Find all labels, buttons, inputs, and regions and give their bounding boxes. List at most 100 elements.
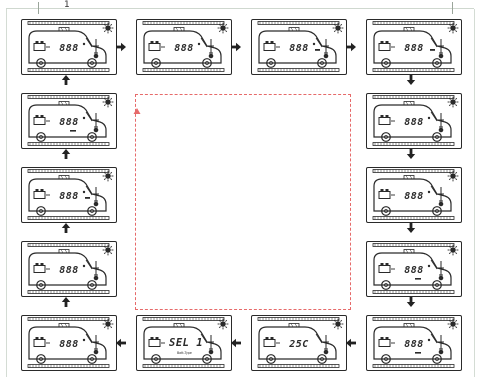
page-top-tick (38, 2, 39, 14)
lcd-small-segment (415, 278, 421, 280)
wheel-icon (36, 206, 46, 216)
sun-icon (447, 170, 459, 182)
sun-icon (217, 318, 229, 330)
sun-icon (102, 22, 114, 34)
lcd-digits: 888 (174, 43, 194, 54)
display-panel-graphic: 888 (27, 21, 114, 72)
display-panel-graphic: 25C (257, 317, 344, 368)
battery-icon (33, 337, 46, 347)
dashed-flow-area (135, 94, 351, 310)
lcd-digits: 888 (59, 265, 79, 276)
load-plug-icon (93, 261, 99, 281)
sun-icon (217, 22, 229, 34)
wheel-icon (432, 132, 442, 142)
display-panel-graphic: 888 (27, 95, 114, 146)
wheel-icon (381, 58, 391, 68)
wheel-icon (317, 354, 327, 364)
page-top-rule (6, 8, 474, 9)
rv-outline-icon (373, 252, 452, 286)
arrow-left-icon (230, 337, 242, 349)
load-plug-icon (208, 39, 214, 59)
lcd-degree-mark (427, 338, 431, 342)
display-panel-p7: 888 (366, 241, 462, 297)
display-panel-graphic: 888 (372, 169, 459, 220)
dashed-flow-arrowhead (133, 108, 141, 114)
wheel-icon (202, 58, 212, 68)
page-marker: 1 (64, 0, 70, 10)
wheel-icon (432, 58, 442, 68)
arrow-right-icon (230, 41, 242, 53)
solar-panel-icon (288, 323, 300, 328)
solar-panel-icon (58, 27, 70, 32)
battery-icon (33, 115, 46, 125)
sun-icon (447, 244, 459, 256)
lcd-digits: 888 (289, 43, 309, 54)
display-panel-p12: 888 (21, 241, 117, 297)
rv-outline-icon (373, 30, 452, 64)
lcd-small-segment (415, 352, 421, 354)
display-panel-graphic: 888 (257, 21, 344, 72)
lcd-digits: 888 (404, 265, 424, 276)
sun-icon (332, 22, 344, 34)
arrow-left-icon (115, 337, 127, 349)
battery-icon (148, 41, 161, 51)
lcd-digits: 888 (404, 191, 424, 202)
wheel-icon (317, 58, 327, 68)
arrow-right-icon (345, 41, 357, 53)
rv-outline-icon (143, 30, 222, 64)
load-plug-icon (93, 39, 99, 59)
load-plug-icon (438, 261, 444, 281)
display-panel-p11: 888 (21, 315, 117, 371)
battery-icon (263, 41, 276, 51)
wheel-icon (381, 354, 391, 364)
sun-icon (447, 22, 459, 34)
lcd-degree-mark (312, 42, 316, 46)
display-panel-p4: 888 (366, 19, 462, 75)
rv-outline-icon (258, 30, 337, 64)
solar-panel-icon (403, 249, 415, 254)
sun-icon (102, 96, 114, 108)
lcd-digits: 888 (404, 339, 424, 350)
load-plug-icon (93, 187, 99, 207)
solar-panel-icon (403, 101, 415, 106)
rv-outline-icon (373, 178, 452, 212)
rv-outline-icon (28, 178, 107, 212)
arrow-up-icon (60, 222, 72, 234)
arrow-up-icon (60, 296, 72, 308)
display-panel-p9: 25C (251, 315, 347, 371)
wheel-icon (36, 132, 46, 142)
sun-icon (447, 318, 459, 330)
solar-panel-icon (403, 323, 415, 328)
display-panel-graphic: 888 (372, 317, 459, 368)
lcd-degree-mark (197, 42, 201, 46)
lcd-digits: 888 (404, 43, 424, 54)
battery-icon (263, 337, 276, 347)
left-margin-line (6, 9, 7, 377)
display-panel-graphic: 888 (27, 243, 114, 294)
arrow-down-icon (405, 148, 417, 160)
display-panel-p1: 888 (21, 19, 117, 75)
wheel-icon (266, 354, 276, 364)
display-panel-p13: 888 (21, 167, 117, 223)
lcd-degree-mark (427, 264, 431, 268)
load-plug-icon (323, 39, 329, 59)
solar-panel-icon (58, 101, 70, 106)
rv-outline-icon (28, 104, 107, 138)
arrow-down-icon (405, 74, 417, 86)
load-plug-icon (438, 39, 444, 59)
display-panel-p6: 888 (366, 167, 462, 223)
lcd-dash-segment (315, 49, 320, 51)
display-panel-p8: 888 (366, 315, 462, 371)
wheel-icon (151, 58, 161, 68)
display-panel-graphic: 888 (27, 169, 114, 220)
wheel-icon (36, 280, 46, 290)
battery-icon (33, 189, 46, 199)
page-corner-tick (452, 2, 453, 14)
lcd-sublabel: Batt-Type (177, 351, 192, 355)
lcd-small-segment (70, 130, 76, 132)
wheel-icon (87, 206, 97, 216)
battery-icon (378, 41, 391, 51)
solar-panel-icon (58, 175, 70, 180)
battery-icon (378, 189, 391, 199)
